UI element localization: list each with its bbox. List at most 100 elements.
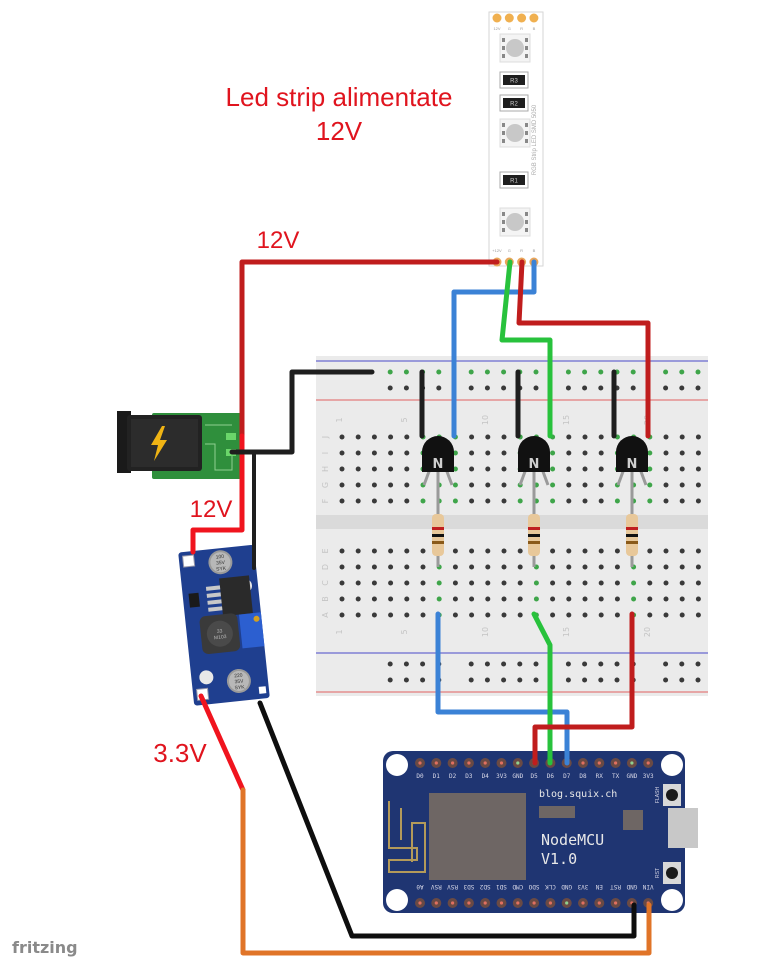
breadboard-hole[interactable] (663, 434, 669, 440)
breadboard-hole[interactable] (614, 580, 620, 586)
breadboard-rail-hole[interactable] (387, 385, 393, 391)
breadboard-hole[interactable] (501, 498, 507, 504)
breadboard-rail-hole[interactable] (679, 661, 685, 667)
wire-3v3-vin[interactable] (240, 787, 652, 956)
breadboard-hole[interactable] (371, 498, 377, 504)
breadboard-hole[interactable] (485, 450, 491, 456)
breadboard-hole[interactable] (404, 434, 410, 440)
breadboard-hole[interactable] (452, 596, 458, 602)
breadboard-hole[interactable] (695, 482, 701, 488)
breadboard-hole[interactable] (388, 450, 394, 456)
breadboard-hole[interactable] (631, 580, 637, 586)
breadboard-hole[interactable] (388, 498, 394, 504)
breadboard-hole[interactable] (614, 612, 620, 618)
breadboard-rail-hole[interactable] (598, 661, 604, 667)
breadboard-rail-hole[interactable] (565, 369, 571, 375)
breadboard-hole[interactable] (550, 498, 556, 504)
npn-transistor[interactable]: N (422, 436, 454, 501)
breadboard-hole[interactable] (647, 450, 653, 456)
npn-transistor[interactable]: N (518, 436, 550, 501)
breadboard-rail-hole[interactable] (533, 677, 539, 683)
breadboard-rail-hole[interactable] (533, 369, 539, 375)
breadboard-hole[interactable] (404, 466, 410, 472)
wire-strip-blue[interactable] (451, 259, 537, 439)
breadboard-hole[interactable] (566, 596, 572, 602)
breadboard-hole[interactable] (566, 434, 572, 440)
breadboard-rail-hole[interactable] (468, 385, 474, 391)
breadboard-hole[interactable] (501, 596, 507, 602)
breadboard-hole[interactable] (339, 466, 345, 472)
breadboard-hole[interactable] (598, 434, 604, 440)
breadboard-hole[interactable] (501, 434, 507, 440)
breadboard-hole[interactable] (533, 580, 539, 586)
breadboard-rail-hole[interactable] (630, 369, 636, 375)
breadboard-rail-hole[interactable] (517, 677, 523, 683)
breadboard-hole[interactable] (371, 580, 377, 586)
breadboard-rail-hole[interactable] (582, 661, 588, 667)
breadboard-hole[interactable] (404, 612, 410, 618)
breadboard-hole[interactable] (501, 482, 507, 488)
flash-button[interactable] (666, 789, 678, 801)
breadboard-hole[interactable] (452, 564, 458, 570)
breadboard-hole[interactable] (371, 612, 377, 618)
breadboard-hole[interactable] (355, 498, 361, 504)
breadboard-rail-hole[interactable] (420, 661, 426, 667)
breadboard-hole[interactable] (647, 596, 653, 602)
breadboard-hole[interactable] (501, 466, 507, 472)
breadboard-hole[interactable] (404, 580, 410, 586)
breadboard-hole[interactable] (582, 580, 588, 586)
breadboard-hole[interactable] (452, 482, 458, 488)
breadboard-rail-hole[interactable] (420, 677, 426, 683)
breadboard-hole[interactable] (501, 564, 507, 570)
breadboard-hole[interactable] (371, 596, 377, 602)
breadboard-hole[interactable] (485, 612, 491, 618)
wire-d7-blue[interactable] (435, 611, 570, 766)
breadboard-hole[interactable] (436, 596, 442, 602)
breadboard-hole[interactable] (517, 580, 523, 586)
breadboard-hole[interactable] (679, 564, 685, 570)
breadboard-hole[interactable] (339, 548, 345, 554)
breadboard-rail-hole[interactable] (387, 661, 393, 667)
breadboard-rail-hole[interactable] (582, 369, 588, 375)
breadboard-hole[interactable] (388, 564, 394, 570)
breadboard-rail-hole[interactable] (468, 661, 474, 667)
breadboard-hole[interactable] (339, 596, 345, 602)
breadboard-hole[interactable] (582, 482, 588, 488)
breadboard-hole[interactable] (339, 450, 345, 456)
breadboard-hole[interactable] (485, 466, 491, 472)
breadboard-hole[interactable] (663, 450, 669, 456)
breadboard-hole[interactable] (501, 580, 507, 586)
breadboard-hole[interactable] (582, 596, 588, 602)
breadboard-hole[interactable] (420, 564, 426, 570)
breadboard-hole[interactable] (339, 434, 345, 440)
breadboard-rail-hole[interactable] (484, 369, 490, 375)
breadboard-hole[interactable] (339, 612, 345, 618)
breadboard-rail-hole[interactable] (565, 661, 571, 667)
breadboard-hole[interactable] (469, 466, 475, 472)
breadboard-hole[interactable] (695, 498, 701, 504)
breadboard-rail-hole[interactable] (387, 369, 393, 375)
breadboard-hole[interactable] (582, 498, 588, 504)
breadboard-rail-hole[interactable] (598, 677, 604, 683)
breadboard-hole[interactable] (371, 466, 377, 472)
breadboard-hole[interactable] (517, 548, 523, 554)
wire-gnd-nodemcu[interactable] (257, 700, 637, 939)
breadboard-hole[interactable] (582, 434, 588, 440)
strip-top-pad[interactable] (517, 13, 527, 23)
breadboard-hole[interactable] (647, 482, 653, 488)
breadboard-rail-hole[interactable] (565, 385, 571, 391)
breadboard-hole[interactable] (566, 580, 572, 586)
breadboard-hole[interactable] (355, 466, 361, 472)
strip-top-pad[interactable] (529, 13, 539, 23)
breadboard-hole[interactable] (550, 596, 556, 602)
breadboard-hole[interactable] (614, 596, 620, 602)
breadboard-rail-hole[interactable] (679, 677, 685, 683)
breadboard-rail-hole[interactable] (582, 385, 588, 391)
breadboard-hole[interactable] (663, 596, 669, 602)
breadboard-rail-hole[interactable] (403, 385, 409, 391)
breadboard-hole[interactable] (388, 466, 394, 472)
base-resistor[interactable] (528, 501, 540, 567)
breadboard-hole[interactable] (598, 548, 604, 554)
breadboard-rail-hole[interactable] (663, 385, 669, 391)
breadboard-rail-hole[interactable] (695, 369, 701, 375)
